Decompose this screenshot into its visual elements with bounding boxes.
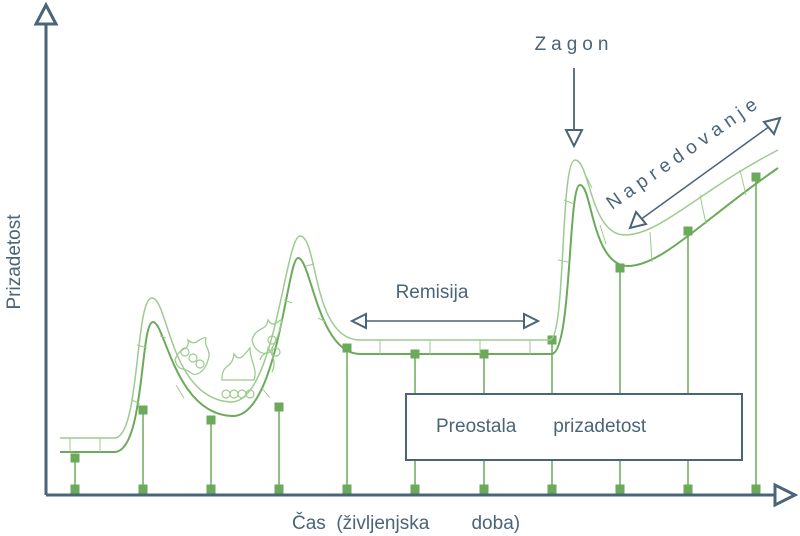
- flame-icon: [174, 318, 283, 381]
- baseline-marker: [683, 484, 693, 494]
- baseline-marker: [751, 484, 761, 494]
- progression-annotation: Napredovanje: [603, 91, 782, 230]
- curve-marker: [751, 172, 761, 182]
- axes: [33, 1, 799, 508]
- residual-label: Preostala prizadetost: [436, 416, 647, 437]
- right-arrow-icon: [523, 312, 541, 330]
- curve-inner-edge: [60, 167, 779, 453]
- baseline-marker: [547, 484, 557, 494]
- baseline-marker: [615, 484, 625, 494]
- curve-marker: [206, 415, 216, 425]
- baseline-marker: [70, 484, 80, 494]
- progression-arrow-start-icon: [628, 210, 648, 230]
- baseline-marker: [138, 484, 148, 494]
- baseline-marker: [342, 484, 352, 494]
- onset-annotation: Zagon: [535, 34, 614, 149]
- curve-marker: [615, 263, 625, 273]
- y-axis-arrow-icon: [33, 1, 59, 26]
- onset-label: Zagon: [535, 34, 614, 55]
- curve-marker: [138, 405, 148, 415]
- remission-label: Remisija: [396, 282, 469, 303]
- onset-arrow-icon: [564, 129, 584, 149]
- curve-marker: [342, 343, 352, 353]
- baseline-marker: [206, 484, 216, 494]
- baseline-marker: [274, 484, 284, 494]
- curve-marker: [274, 402, 284, 412]
- chain-links-icon: [180, 335, 281, 399]
- curve-marker: [547, 335, 557, 345]
- residual-box: Preostala prizadetost: [405, 393, 743, 461]
- curve-marker: [70, 453, 80, 463]
- curve-marker: [683, 226, 693, 236]
- curve-outer-edge: [60, 149, 779, 439]
- x-axis-label: Čas (življenjska doba): [292, 512, 520, 534]
- left-arrow-icon: [349, 312, 367, 330]
- baseline-marker: [410, 484, 420, 494]
- symptom-curve: [60, 149, 779, 453]
- baseline-marker: [479, 484, 489, 494]
- remission-annotation: Remisija: [349, 282, 541, 330]
- x-axis-arrow-icon: [773, 482, 799, 508]
- progression-arrow-end-icon: [762, 116, 782, 136]
- y-axis-label: Prizadetost: [4, 214, 25, 310]
